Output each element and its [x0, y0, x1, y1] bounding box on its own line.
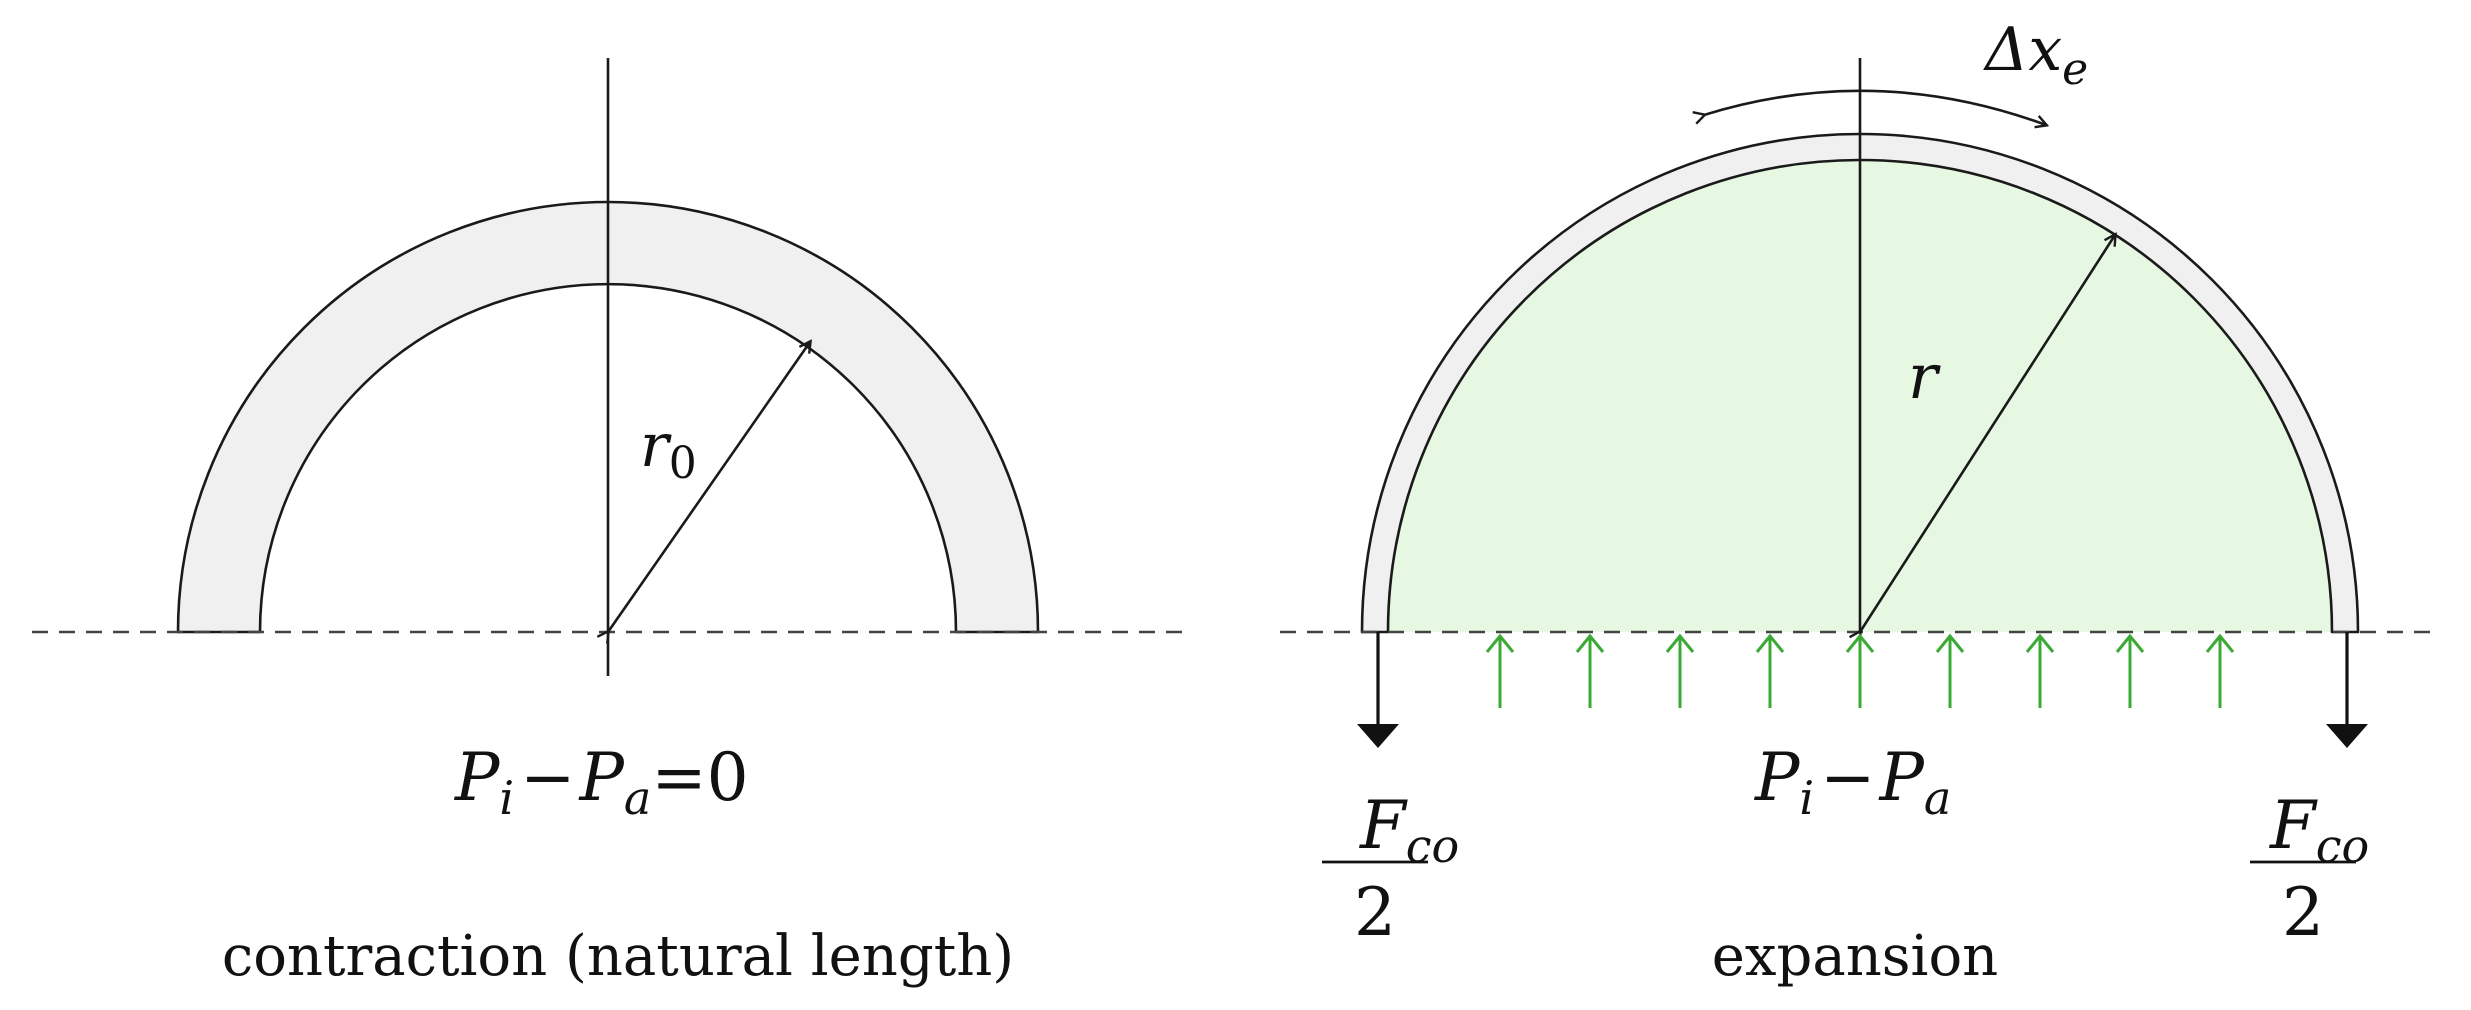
force-right-denominator: 2: [2282, 874, 2324, 951]
expansion-delta-label: Δxe: [1983, 15, 2088, 95]
pressure-arrow: [1755, 633, 1785, 708]
pressure-arrow: [2115, 633, 2145, 708]
contraction-radius-arrow: [608, 342, 810, 632]
pressure-arrow: [1845, 633, 1875, 708]
expansion-pressure-label: Pi−Pa: [1754, 739, 1951, 825]
force-left-denominator: 2: [1354, 874, 1396, 951]
contraction-pressure-label: Pi−Pa=0: [454, 739, 749, 825]
expansion-radius-arrow: [1860, 235, 2115, 632]
contraction-panel: r0 Pi−Pa=0 contraction (natural length): [32, 58, 1190, 989]
pressure-arrows: [1485, 633, 2235, 708]
contraction-caption: contraction (natural length): [222, 924, 1014, 989]
pressure-arrow: [2025, 633, 2055, 708]
pressure-arrow: [2205, 633, 2235, 708]
contraction-radius-label: r0: [640, 411, 697, 489]
expansion-shell-band: [1360, 132, 2360, 634]
force-left-numerator: Fco: [1359, 787, 1459, 873]
force-arrowhead-left: [1357, 724, 1399, 748]
expansion-radius-label: r: [1908, 340, 1941, 413]
pressure-arrow: [1575, 633, 1605, 708]
expansion-panel: Δxe r Fco 2 Fco: [1280, 15, 2440, 989]
force-arrowhead-right: [2326, 724, 2368, 748]
expansion-delta-arrow: [1704, 89, 2046, 125]
force-right-numerator: Fco: [2269, 787, 2369, 873]
pressure-arrow: [1665, 633, 1695, 708]
pressure-arrow: [1935, 633, 1965, 708]
pressure-arrow: [1485, 633, 1515, 708]
contraction-shell-band: [176, 200, 1040, 634]
expansion-caption: expansion: [1712, 924, 1998, 989]
